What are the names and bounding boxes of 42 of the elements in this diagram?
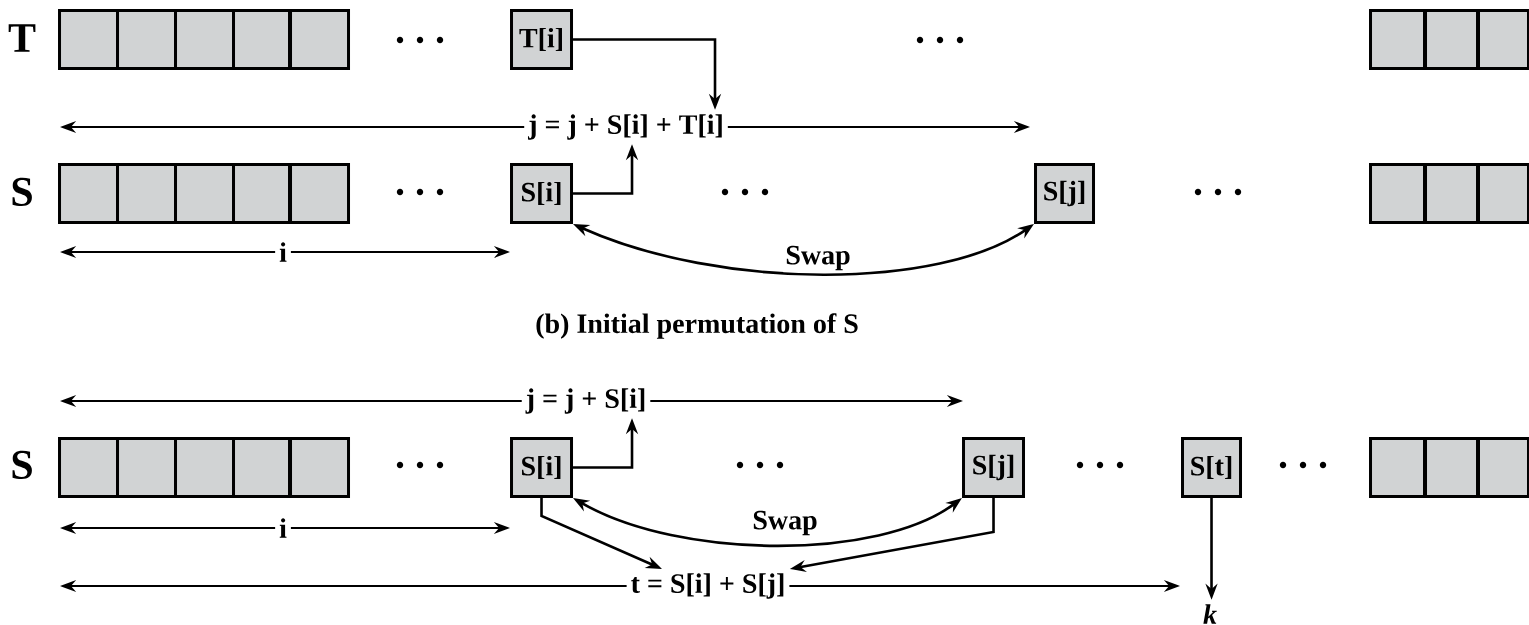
array-element-box: S[i] xyxy=(510,163,573,224)
range-label: i xyxy=(275,238,291,266)
formula-label: t = S[i] + S[j] xyxy=(626,569,790,603)
array-cell xyxy=(232,9,291,70)
array-cell xyxy=(174,163,235,224)
edge-label: Swap xyxy=(783,243,853,273)
array-element-box: S[i] xyxy=(510,437,573,498)
caption: (b) Initial permutation of S xyxy=(536,313,858,339)
edge-label: Swap xyxy=(750,508,820,538)
array-cell xyxy=(58,9,119,70)
array-cell xyxy=(232,437,291,498)
array-cell xyxy=(1477,163,1529,224)
array-cell xyxy=(289,437,350,498)
array-cell xyxy=(1369,9,1426,70)
array-cell xyxy=(1424,437,1479,498)
array-cell xyxy=(1424,163,1479,224)
array-cell xyxy=(1369,163,1426,224)
array-cell xyxy=(174,9,235,70)
array-element-box: S[j] xyxy=(1034,163,1095,224)
array-cell xyxy=(58,437,119,498)
array-element-box: T[i] xyxy=(510,9,573,70)
array-cell xyxy=(116,9,177,70)
array-name: T xyxy=(8,24,36,52)
array-cell xyxy=(1477,9,1529,70)
array-cell xyxy=(1369,437,1426,498)
array-element-box: S[t] xyxy=(1181,437,1242,498)
array-cell xyxy=(174,437,235,498)
range-label: i xyxy=(275,514,291,542)
formula-label: j = j + S[i] xyxy=(521,384,651,418)
array-cell xyxy=(289,9,350,70)
array-cell xyxy=(1477,437,1529,498)
array-cell xyxy=(289,163,350,224)
array-cell xyxy=(58,163,119,224)
array-cell xyxy=(232,163,291,224)
array-cell xyxy=(1424,9,1479,70)
output-label: k xyxy=(1199,600,1221,625)
formula-label: j = j + S[i] + T[i] xyxy=(524,110,728,144)
array-element-box: S[j] xyxy=(962,437,1025,498)
array-cell xyxy=(116,163,177,224)
array-cell xyxy=(116,437,177,498)
array-name: S xyxy=(12,450,32,480)
array-name: S xyxy=(12,177,32,207)
